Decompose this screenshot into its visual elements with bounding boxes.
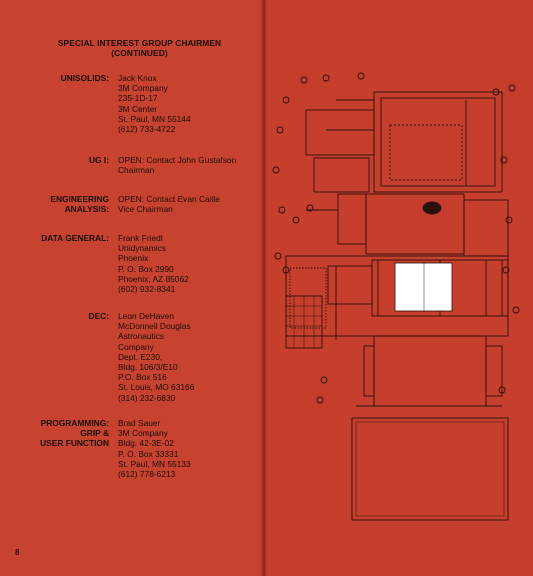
heading-subtitle: (CONTINUED) (111, 48, 168, 58)
courtyard (389, 124, 463, 181)
fountain (422, 201, 442, 215)
exhibit-hall (373, 335, 487, 407)
page-heading: SPECIAL INTEREST GROUP CHAIRMEN (CONTINU… (52, 38, 227, 58)
page-gutter (261, 0, 267, 576)
heading-title: SPECIAL INTEREST GROUP CHAIRMEN (57, 38, 222, 48)
entry-label: UG I: (88, 155, 109, 165)
upper-building (373, 91, 503, 193)
mid-building (365, 193, 465, 255)
lower-hall (351, 417, 509, 521)
tree-icon (272, 72, 520, 404)
lobby-block (337, 193, 367, 245)
highlighted-room (394, 262, 453, 312)
left-page: SPECIAL INTEREST GROUP CHAIRMEN (CONTINU… (0, 0, 263, 576)
page-number: 8 (15, 548, 20, 557)
floor-plan-map (272, 72, 520, 521)
entry-label: DEC: (88, 311, 109, 321)
entry-label: PROGRAMMING:GRIP & USER FUNCTION (40, 418, 109, 449)
entry-label: UNISOLIDS: (60, 73, 109, 83)
entry-label: DATA GENERAL: (41, 233, 109, 243)
